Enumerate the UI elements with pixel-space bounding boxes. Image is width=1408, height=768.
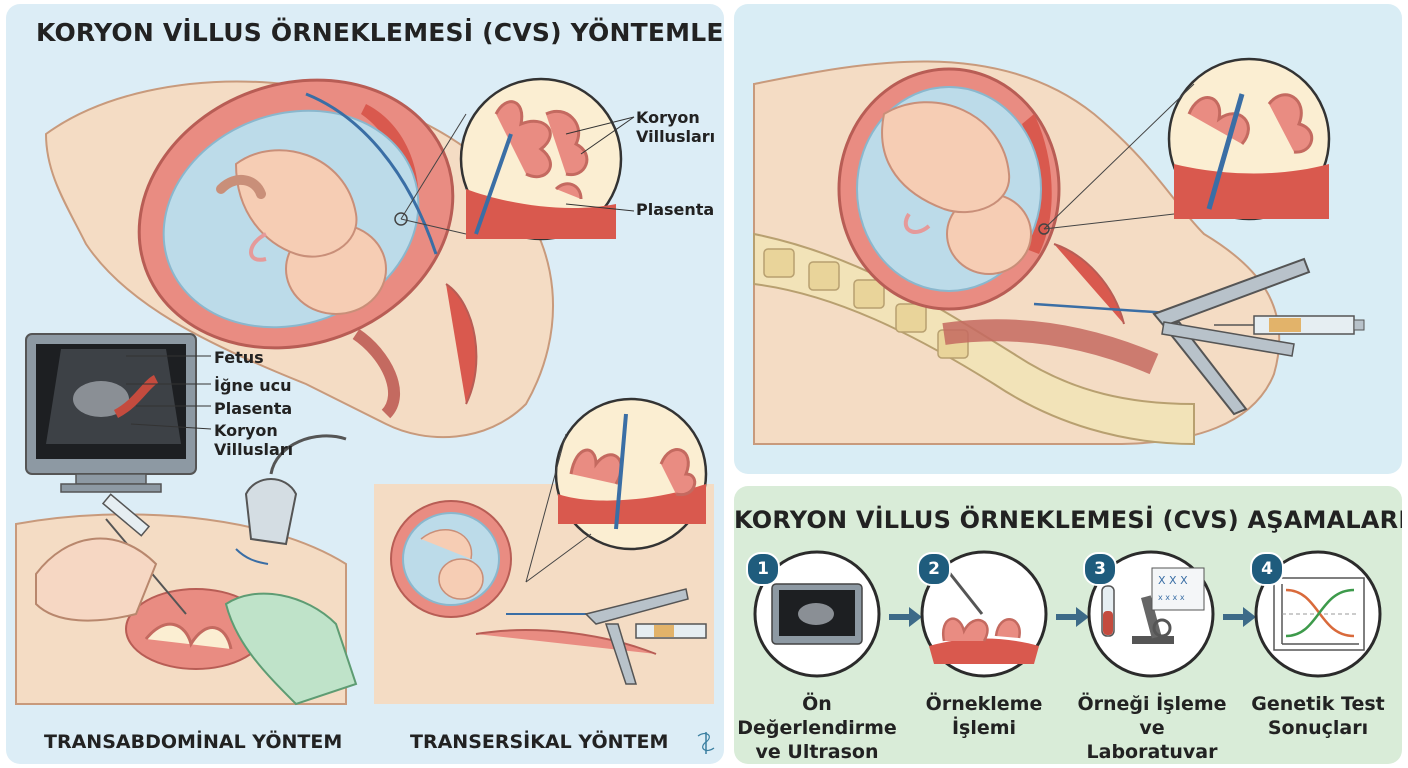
step-number-2: 2 [917, 552, 951, 586]
ultrasound-probe-icon [235, 434, 347, 565]
methods-panel: KORYON VİLLUS ÖRNEKLEMESİ (CVS) YÖNTEMLE… [6, 4, 724, 764]
us-label-koryon: Koryon Villusları [214, 421, 294, 459]
method-transabdominal: TRANSABDOMİNAL YÖNTEM [44, 731, 343, 753]
stage-4-circle [1254, 550, 1382, 678]
transabdominal-scene [15, 434, 358, 706]
transcervical-detail-panel [734, 4, 1402, 474]
us-label-igne-ucu: İğne ucu [214, 376, 292, 395]
test-tube-icon [1101, 585, 1115, 637]
transcervical-scene [374, 397, 714, 704]
arrow-1-2 [889, 607, 922, 627]
pregnant-uterus-large [44, 78, 554, 439]
stages-title: KORYON VİLLUS ÖRNEKLEMESİ (CVS) AŞAMALAR… [734, 506, 1402, 534]
microscope-icon [1132, 595, 1174, 644]
stage-2-circle [920, 550, 1048, 678]
step-number-3: 3 [1083, 552, 1117, 586]
syringe-icon [1214, 315, 1365, 335]
fetus-detail [881, 101, 1032, 275]
speculum-icon [1152, 257, 1311, 416]
inset-label-koryon: Koryon Villusları [636, 108, 716, 146]
arrow-3-4 [1223, 607, 1256, 627]
main-title: KORYON VİLLUS ÖRNEKLEMESİ (CVS) YÖNTEMLE… [36, 18, 724, 47]
villi-inset-top [459, 77, 635, 241]
step-number-1: 1 [746, 552, 780, 586]
stages-panel: KORYON VİLLUS ÖRNEKLEMESİ (CVS) AŞAMALAR… [734, 486, 1402, 764]
ultrasound-monitor-icon [25, 333, 212, 493]
inset-label-plasenta: Plasenta [636, 200, 715, 219]
caduceus-logo-icon [697, 732, 715, 754]
karyotype-icon: X X X x x x x [1151, 567, 1205, 611]
methods-illustration [15, 77, 715, 754]
fetus-large [216, 149, 387, 315]
method-transcervical: TRANSERSİKAL YÖNTEM [410, 731, 669, 753]
result-chart-icon [1273, 577, 1365, 651]
svg-text:x x x x: x x x x [1158, 593, 1185, 602]
stage-1-circle [753, 550, 881, 678]
stage-3-circle: X X X x x x x [1087, 550, 1215, 678]
stages-illustration: X X X x x x x [753, 550, 1382, 678]
transcervical-detail-illustration [753, 57, 1365, 446]
us-label-plasenta: Plasenta [214, 399, 293, 418]
svg-text:X X X: X X X [1158, 574, 1188, 587]
arrow-2-3 [1056, 607, 1089, 627]
us-label-fetus: Fetus [214, 348, 264, 367]
speculum-icon [584, 588, 689, 685]
step-number-4: 4 [1250, 552, 1284, 586]
